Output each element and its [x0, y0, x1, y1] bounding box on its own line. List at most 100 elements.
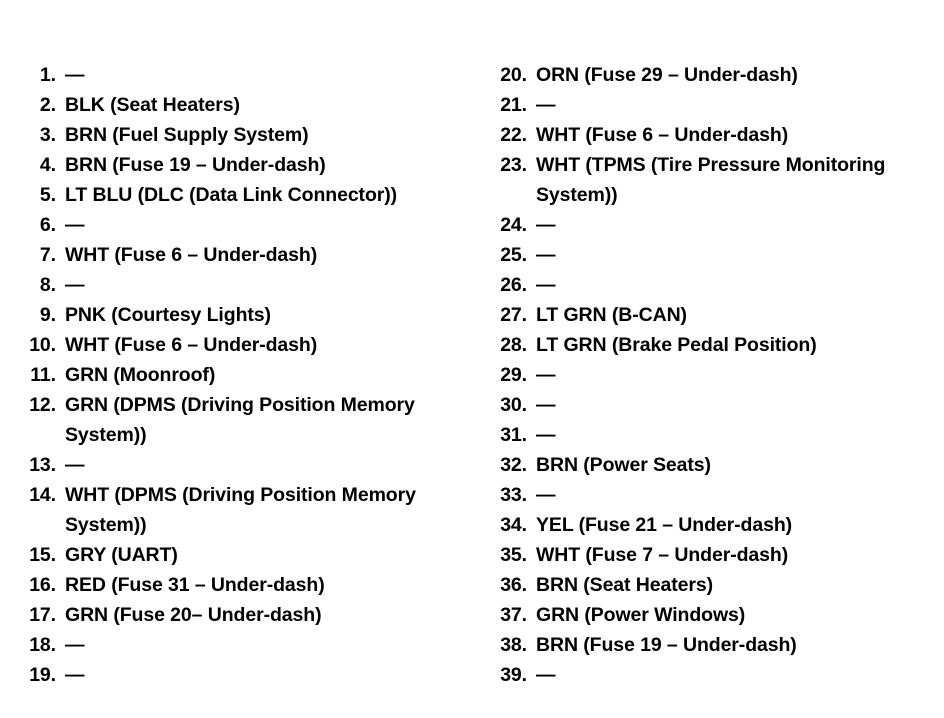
legend-item: 22. WHT (Fuse 6 – Under-dash) [487, 120, 929, 150]
legend-item: 18. — [27, 630, 458, 660]
legend-item-number: 1. [39, 64, 56, 86]
legend-item-number: 24. [500, 214, 527, 236]
legend-item-text: GRY (UART) [65, 544, 178, 566]
legend-item: 29.— [487, 360, 929, 390]
legend-item: 4.BRN (Fuse 19 – Under-dash) [27, 150, 458, 180]
legend-item-number: 22. [500, 124, 527, 146]
legend-item-text: — [536, 244, 556, 266]
legend-item-number: 34. [500, 514, 527, 536]
legend-item: 6. — [27, 210, 458, 240]
legend-item-number: 5. [39, 184, 56, 206]
legend-item-number: 39. [500, 664, 527, 686]
legend-item-text: — [65, 634, 85, 656]
legend-item-text: LT GRN (B-CAN) [536, 304, 687, 326]
legend-item-text: BRN (Fuse 19 – Under-dash) [65, 154, 326, 176]
legend-item-number: 3. [39, 124, 56, 146]
legend-item: 30.— [487, 390, 929, 420]
legend-item: 5. LT BLU (DLC (Data Link Connector)) [27, 180, 458, 210]
legend-item: 14.WHT (DPMS (Driving Position Memory Sy… [27, 480, 458, 540]
legend-item: 23. WHT (TPMS (Tire Pressure Monitoring S… [487, 150, 929, 210]
legend-item-text: LT GRN (Brake Pedal Position) [536, 334, 817, 356]
legend-item: 24. — [487, 210, 929, 240]
legend-item: 27.LT GRN (B-CAN) [487, 300, 929, 330]
legend-item-text: — [536, 364, 556, 386]
legend-item: 17. GRN (Fuse 20– Under-dash) [27, 600, 458, 630]
legend-item: 34.YEL (Fuse 21 – Under-dash) [487, 510, 929, 540]
legend-item-number: 35. [500, 544, 527, 566]
legend-item: 12.GRN (DPMS (Driving Position Memory Sy… [27, 390, 458, 450]
legend-item: 16. RED (Fuse 31 – Under-dash) [27, 570, 458, 600]
legend-item-text: BRN (Power Seats) [536, 454, 711, 476]
legend-item-number: 9. [39, 304, 56, 326]
legend-item-number: 18. [29, 634, 56, 656]
legend-item-number: 8. [39, 274, 56, 296]
legend-item-text: WHT (TPMS (Tire Pressure Monitoring Syst… [536, 154, 886, 206]
legend-item: 21. — [487, 90, 929, 120]
legend-item-text: — [536, 394, 556, 416]
legend-item-text: RED (Fuse 31 – Under-dash) [65, 574, 325, 596]
legend-item: 1.— [27, 60, 458, 90]
legend-item: 8.— [27, 270, 458, 300]
legend-item-text: ORN (Fuse 29 – Under-dash) [536, 64, 798, 86]
legend-item-number: 12. [29, 394, 56, 416]
legend-item-number: 36. [500, 574, 527, 596]
legend-item: 10.WHT (Fuse 6 – Under-dash) [27, 330, 458, 360]
legend-item: 19. — [27, 660, 458, 690]
legend-item-text: — [536, 214, 556, 236]
legend-item-number: 25. [500, 244, 527, 266]
legend-item: 28. LT GRN (Brake Pedal Position) [487, 330, 929, 360]
legend-item-number: 21. [500, 94, 527, 116]
legend-item-text: GRN (Power Windows) [536, 604, 746, 626]
legend-item: 31.— [487, 420, 929, 450]
legend-item-number: 33. [500, 484, 527, 506]
legend-item: 32. BRN (Power Seats) [487, 450, 929, 480]
legend-item-text: GRN (Fuse 20– Under-dash) [65, 604, 322, 626]
legend-item-number: 15. [29, 544, 56, 566]
legend-item-number: 17. [29, 604, 56, 626]
legend-item: 33. — [487, 480, 929, 510]
legend-item-text: — [65, 664, 85, 686]
legend-item-number: 13. [29, 454, 56, 476]
legend-item-number: 32. [500, 454, 527, 476]
legend-item-number: 16. [29, 574, 56, 596]
legend-item: 26. — [487, 270, 929, 300]
legend-item-text: GRN (Moonroof) [65, 364, 216, 386]
legend-column-right: 20. ORN (Fuse 29 – Under-dash) 21. — 22. WHT … [470, 60, 944, 690]
legend-item: 7. WHT (Fuse 6 – Under-dash) [27, 240, 458, 270]
legend-item-number: 6. [39, 214, 56, 236]
legend-item-number: 20. [500, 64, 527, 86]
legend-item: 2.BLK (Seat Heaters) [27, 90, 458, 120]
legend-item: 37. GRN (Power Windows) [487, 600, 929, 630]
legend-item-number: 37. [500, 604, 527, 626]
legend-item-text: — [536, 94, 556, 116]
legend-item-text: — [536, 274, 556, 296]
legend-item: 11. GRN (Moonroof) [27, 360, 458, 390]
legend-item-number: 10. [29, 334, 56, 356]
legend-item: 35. WHT (Fuse 7 – Under-dash) [487, 540, 929, 570]
legend-item-text: — [536, 664, 556, 686]
legend-item-number: 28. [500, 334, 527, 356]
legend-item-text: BLK (Seat Heaters) [65, 94, 240, 116]
legend-item-text: WHT (Fuse 7 – Under-dash) [536, 544, 789, 566]
legend-item: 13.— [27, 450, 458, 480]
legend-item-text: BRN (Fuse 19 – Under-dash) [536, 634, 797, 656]
legend-item: 36.BRN (Seat Heaters) [487, 570, 929, 600]
legend-item-text: WHT (DPMS (Driving Position Memory Syste… [65, 484, 416, 536]
legend-item-number: 26. [500, 274, 527, 296]
legend-item-text: WHT (Fuse 6 – Under-dash) [65, 244, 318, 266]
legend-item-number: 7. [39, 244, 56, 266]
legend-item-text: LT BLU (DLC (Data Link Connector)) [65, 184, 398, 206]
legend-item: 15. GRY (UART) [27, 540, 458, 570]
legend-item: 39. — [487, 660, 929, 690]
legend-item-text: — [536, 484, 556, 506]
legend-item-number: 11. [30, 364, 56, 386]
legend-item-text: WHT (Fuse 6 – Under-dash) [536, 124, 789, 146]
legend-item-number: 31. [500, 424, 527, 446]
legend-item: 9.PNK (Courtesy Lights) [27, 300, 458, 330]
legend-item-number: 23. [500, 154, 527, 176]
legend-item-text: — [65, 214, 85, 236]
legend-item-number: 19. [29, 664, 56, 686]
legend-item-number: 38. [500, 634, 527, 656]
legend-item: 38. BRN (Fuse 19 – Under-dash) [487, 630, 929, 660]
